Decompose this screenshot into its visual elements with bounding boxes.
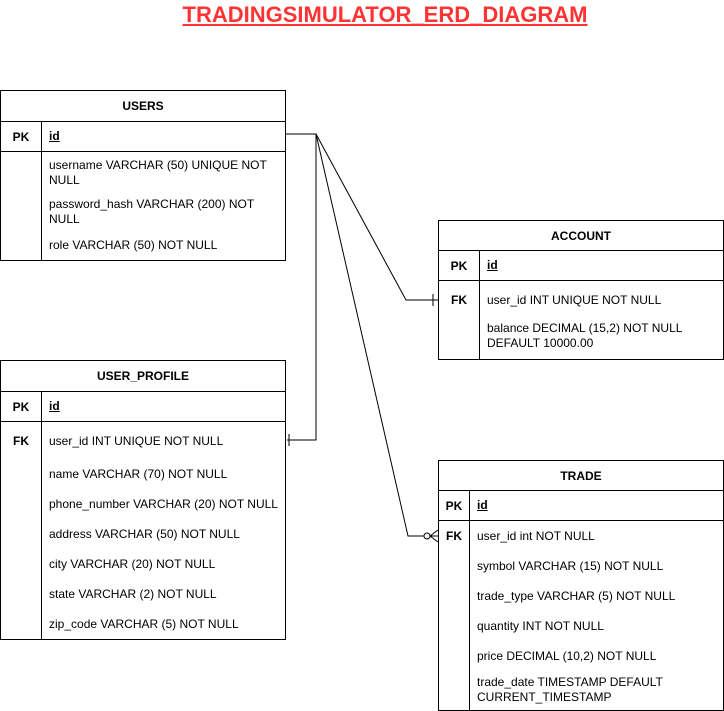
user-profile-field: name VARCHAR (70) NOT NULL bbox=[49, 466, 228, 481]
account-fk-field: user_id INT UNIQUE NOT NULL bbox=[487, 292, 662, 307]
pk-label: PK bbox=[439, 251, 480, 280]
trade-field: trade_date TIMESTAMP DEFAULT CURRENT_TIM… bbox=[477, 675, 663, 704]
user-profile-table-header: USER_PROFILE bbox=[1, 361, 285, 392]
account-field: balance DECIMAL (15,2) NOT NULL DEFAULT … bbox=[487, 321, 682, 350]
account-table-header: ACCOUNT bbox=[439, 221, 723, 251]
user-profile-table[interactable]: USER_PROFILE PK id FK user_id INT UNIQUE… bbox=[0, 360, 286, 640]
trade-fk-field: user_id int NOT NULL bbox=[477, 528, 595, 543]
users-trade-relationship bbox=[315, 133, 438, 537]
user-profile-field: zip_code VARCHAR (5) NOT NULL bbox=[49, 616, 239, 631]
user-profile-pk-field: id bbox=[49, 399, 60, 413]
users-field: password_hash VARCHAR (200) NOT NULL bbox=[49, 197, 254, 226]
trade-table-header: TRADE bbox=[439, 461, 723, 491]
users-field: username VARCHAR (50) UNIQUE NOT NULL bbox=[49, 157, 267, 187]
user-profile-fk-field: user_id INT UNIQUE NOT NULL bbox=[49, 434, 224, 448]
trade-field: trade_type VARCHAR (5) NOT NULL bbox=[477, 588, 676, 603]
account-table[interactable]: ACCOUNT PK id FK user_id INT UNIQUE NOT … bbox=[438, 220, 724, 360]
trade-field: price DECIMAL (10,2) NOT NULL bbox=[477, 648, 657, 663]
users-field: role VARCHAR (50) NOT NULL bbox=[49, 237, 218, 252]
users-userprofile-relationship bbox=[286, 133, 317, 441]
user-profile-field: address VARCHAR (50) NOT NULL bbox=[49, 526, 240, 541]
user-profile-field: phone_number VARCHAR (20) NOT NULL bbox=[49, 496, 278, 511]
user-profile-field: state VARCHAR (2) NOT NULL bbox=[49, 586, 217, 601]
user-profile-field: city VARCHAR (20) NOT NULL bbox=[49, 556, 216, 571]
pk-label: PK bbox=[1, 122, 42, 151]
zero-marker-trade bbox=[423, 532, 431, 540]
pk-label: PK bbox=[1, 392, 42, 421]
trade-field: symbol VARCHAR (15) NOT NULL bbox=[477, 558, 664, 573]
crowfoot-marker-trade bbox=[429, 529, 439, 543]
trade-pk-field: id bbox=[477, 498, 488, 512]
trade-table[interactable]: TRADE PK id FK user_id int NOT NULL symb… bbox=[438, 460, 724, 711]
account-pk-field: id bbox=[487, 258, 498, 272]
fk-label: FK bbox=[439, 281, 480, 359]
trade-field: quantity INT NOT NULL bbox=[477, 618, 604, 633]
fk-label: FK bbox=[439, 521, 470, 710]
users-pk-field: id bbox=[49, 129, 60, 143]
users-table[interactable]: USERS PK id username VARCHAR (50) UNIQUE… bbox=[0, 90, 286, 261]
diagram-title: TRADINGSIMULATOR_ERD_DIAGRAM bbox=[182, 2, 588, 27]
users-account-relationship bbox=[315, 133, 438, 301]
pk-label: PK bbox=[439, 491, 470, 520]
users-table-header: USERS bbox=[1, 91, 285, 122]
fk-label: FK bbox=[1, 422, 42, 639]
